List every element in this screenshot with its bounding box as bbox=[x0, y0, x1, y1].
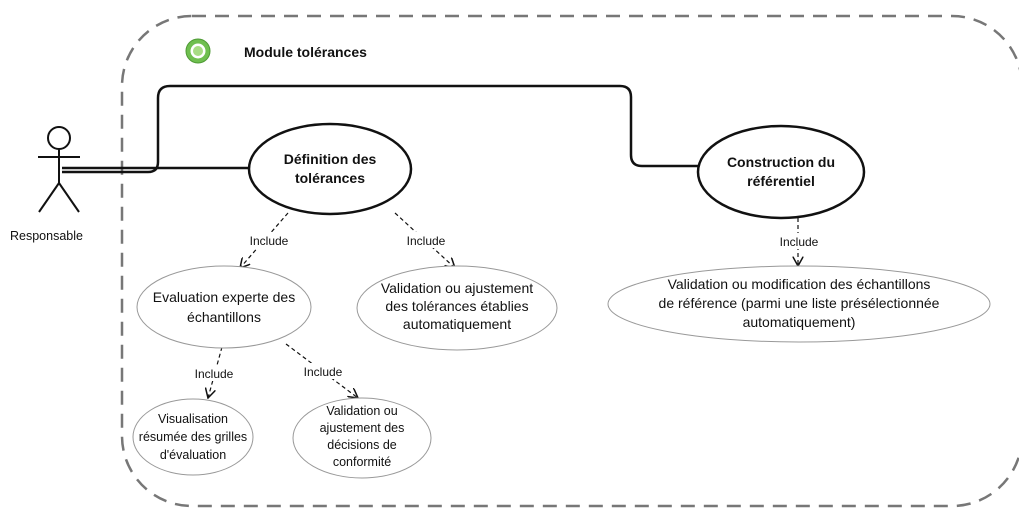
use-case-validation-decisions[interactable]: Validation ou ajustement des décisions d… bbox=[292, 397, 432, 479]
use-case-visualisation-grilles[interactable]: Visualisation résumée des grilles d'éval… bbox=[132, 398, 254, 476]
svg-text:Validation ou: Validation ou bbox=[326, 404, 397, 418]
svg-text:Include: Include bbox=[780, 235, 819, 249]
svg-text:automatiquement): automatiquement) bbox=[743, 314, 856, 330]
svg-text:échantillons: échantillons bbox=[187, 309, 261, 325]
actor-stick-figure bbox=[38, 126, 80, 213]
module-title: Module tolérances bbox=[244, 44, 367, 60]
svg-text:Définition des: Définition des bbox=[284, 151, 377, 167]
svg-text:Include: Include bbox=[407, 234, 446, 248]
svg-text:Include: Include bbox=[304, 365, 343, 379]
svg-text:de référence (parmi une liste: de référence (parmi une liste présélecti… bbox=[659, 295, 940, 311]
svg-text:d'évaluation: d'évaluation bbox=[160, 448, 226, 462]
svg-text:des tolérances établies: des tolérances établies bbox=[385, 298, 528, 314]
svg-text:tolérances: tolérances bbox=[295, 170, 365, 186]
svg-text:Include: Include bbox=[250, 234, 289, 248]
use-case-evaluation-experte[interactable]: Evaluation experte des échantillons bbox=[136, 265, 312, 349]
svg-text:Validation ou ajustement: Validation ou ajustement bbox=[381, 280, 533, 296]
include-label-visualisation: Include bbox=[188, 365, 240, 381]
svg-text:Visualisation: Visualisation bbox=[158, 412, 228, 426]
svg-text:ajustement des: ajustement des bbox=[320, 421, 405, 435]
include-label-evaluation: Include bbox=[243, 232, 295, 248]
include-label-validation-echantillons: Include bbox=[773, 233, 825, 249]
use-case-validation-echantillons[interactable]: Validation ou modification des échantill… bbox=[607, 265, 991, 343]
svg-text:référentiel: référentiel bbox=[747, 173, 815, 189]
include-label-validation-decisions: Include bbox=[297, 363, 349, 379]
svg-text:Construction du: Construction du bbox=[727, 154, 835, 170]
module-icon bbox=[185, 38, 211, 64]
actor-label: Responsable bbox=[10, 229, 83, 243]
svg-text:Include: Include bbox=[195, 367, 234, 381]
svg-text:Validation ou modification des: Validation ou modification des échantill… bbox=[668, 276, 931, 292]
svg-text:décisions de: décisions de bbox=[327, 438, 397, 452]
svg-text:conformité: conformité bbox=[333, 455, 391, 469]
association-construction bbox=[62, 84, 698, 174]
module-boundary bbox=[120, 14, 1019, 508]
include-label-validation-tolerances: Include bbox=[400, 232, 452, 248]
svg-text:automatiquement: automatiquement bbox=[403, 316, 511, 332]
svg-text:Evaluation experte des: Evaluation experte des bbox=[153, 289, 295, 305]
svg-text:résumée des grilles: résumée des grilles bbox=[139, 430, 247, 444]
use-case-validation-tolerances[interactable]: Validation ou ajustement des tolérances … bbox=[356, 265, 558, 351]
use-case-construction-referentiel[interactable]: Construction du référentiel bbox=[696, 124, 866, 220]
use-case-definition-tolerances[interactable]: Définition des tolérances bbox=[247, 122, 413, 216]
include-arrow-visualisation bbox=[208, 346, 223, 398]
